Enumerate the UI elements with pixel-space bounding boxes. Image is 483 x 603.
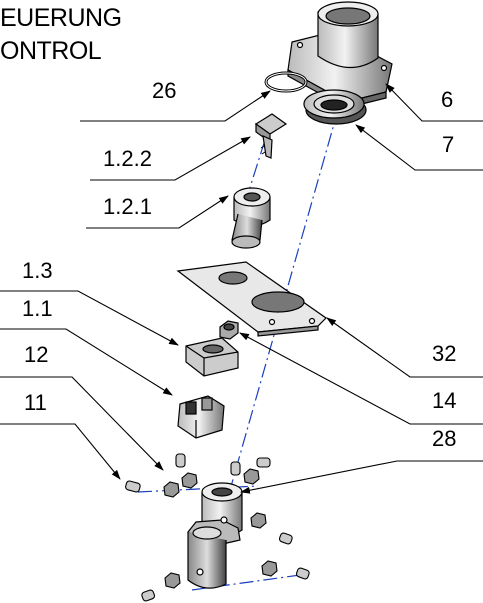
leader-122 [90,136,251,181]
callout-6: 6 [441,87,453,112]
leader-lines [0,83,483,494]
callout-1-1: 1.1 [22,296,53,321]
universal-joint-part [187,482,243,589]
callout-1-2-2: 1.2.2 [103,146,152,171]
hex-nut-5 [261,560,278,577]
leader-7 [355,124,483,171]
set-screw-7 [141,589,156,602]
hex-nut-1 [163,481,180,498]
switch-housing-part [177,395,225,439]
set-screw-3 [230,461,241,476]
callout-32: 32 [432,341,456,366]
callout-26: 26 [152,78,176,103]
leader-32 [326,317,483,378]
set-screw-2 [175,453,186,468]
callout-11: 11 [24,390,47,415]
leader-121 [86,195,229,229]
leader-11b [0,423,121,480]
bracket-block-part [185,337,239,377]
callout-7: 7 [442,132,454,157]
bearing-part [303,89,367,125]
hex-nut-part [219,320,239,340]
mounting-plate-part [176,261,327,337]
callout-1-2-1: 1.2.1 [103,194,152,219]
set-screw-6 [295,567,310,580]
leader-28 [240,460,483,494]
hex-nut-6 [164,572,181,589]
hex-nut-3 [243,468,260,485]
set-screw-4 [256,457,271,468]
callout-1-3: 1.3 [22,258,53,283]
key-part [254,113,288,159]
leader-13 [0,290,179,346]
leader-12 [0,376,164,471]
set-screw-1 [125,480,141,493]
lock-cylinder-part [231,187,271,249]
leader-26 [80,90,271,122]
title-line-1: EUERUNG [0,4,122,32]
fasteners [125,453,310,602]
leader-6 [385,83,483,122]
hex-nut-4 [250,512,267,529]
title-line-2: ONTROL [0,37,102,65]
callout-28: 28 [432,426,456,451]
hex-nut-2 [181,472,198,489]
set-screw-5 [278,532,293,545]
leader-14 [239,332,483,425]
callout-14: 14 [432,388,456,413]
o-ring-part [264,71,308,93]
leader-11 [0,328,173,396]
callout-12: 12 [24,342,48,367]
